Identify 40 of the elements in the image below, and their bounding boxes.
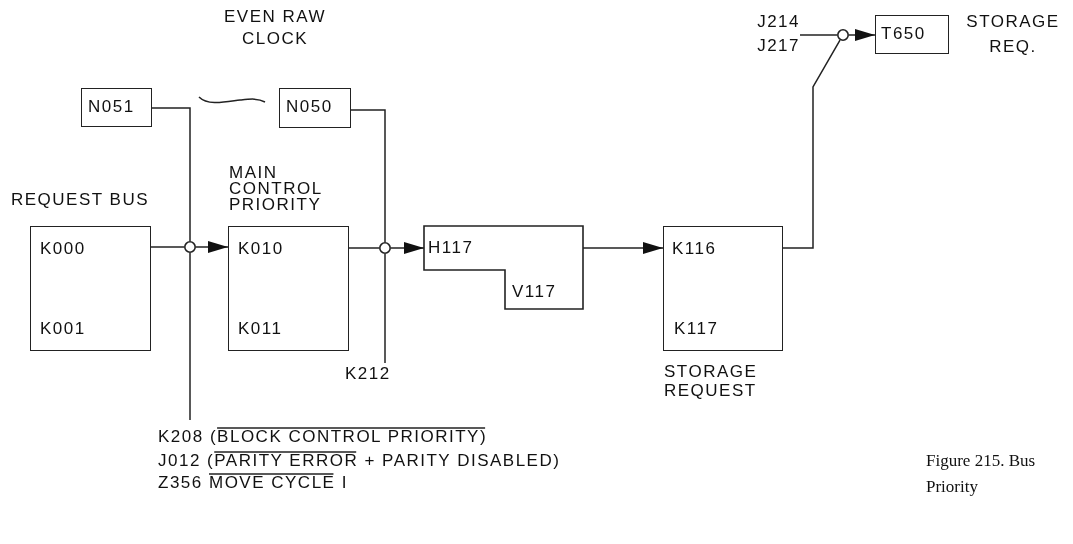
signal-name: N050 — [286, 98, 333, 117]
signal-name: V117 — [512, 283, 557, 302]
signal-line — [348, 247, 380, 249]
signal-line — [782, 39, 841, 249]
signal-name: EVEN RAW CLOCK — [222, 6, 327, 51]
signal-name: Z356 MOVE CYCLE I — [158, 474, 348, 493]
signal-name: K011 — [238, 320, 283, 339]
signal-line — [384, 253, 386, 364]
signal-name: J214 J217 — [756, 11, 800, 57]
signal-name: H117 — [428, 239, 474, 258]
signal-name: K010 — [238, 240, 284, 259]
signal-line — [799, 34, 838, 36]
signal-name: K212 — [345, 365, 391, 384]
signal-name: K116 — [672, 240, 717, 259]
signal-name: K117 — [674, 320, 719, 339]
signal-line — [151, 107, 191, 242]
block-title: REQUEST BUS — [11, 191, 151, 210]
block-title: MAIN CONTROL PRIORITY — [229, 165, 323, 214]
block-title: STORAGE REQ. — [965, 11, 1061, 58]
signal-line — [189, 252, 191, 421]
or-circle — [837, 29, 849, 41]
arrow — [582, 242, 664, 254]
or-circle — [379, 242, 391, 254]
signal-line — [350, 109, 386, 243]
arrow — [195, 241, 229, 253]
arrow — [848, 29, 876, 41]
or-circle — [184, 241, 196, 253]
signal-name: N051 — [88, 98, 135, 117]
signal-name: K001 — [40, 320, 86, 339]
arrow — [390, 242, 425, 254]
figure-caption: Figure 215. Bus Priority — [926, 450, 1037, 499]
stepped-logic-block — [424, 226, 583, 309]
signal-line — [150, 246, 185, 248]
signal-box — [81, 88, 152, 127]
block-title: STORAGE REQUEST — [664, 363, 759, 401]
signal-name: K208 (BLOCK CONTROL PRIORITY) — [158, 428, 488, 447]
signal-name: K000 — [40, 240, 86, 259]
signal-name: J012 (PARITY ERROR + PARITY DISABLED) — [158, 452, 561, 471]
signal-name: T650 — [881, 25, 926, 44]
signal-box — [279, 88, 351, 128]
